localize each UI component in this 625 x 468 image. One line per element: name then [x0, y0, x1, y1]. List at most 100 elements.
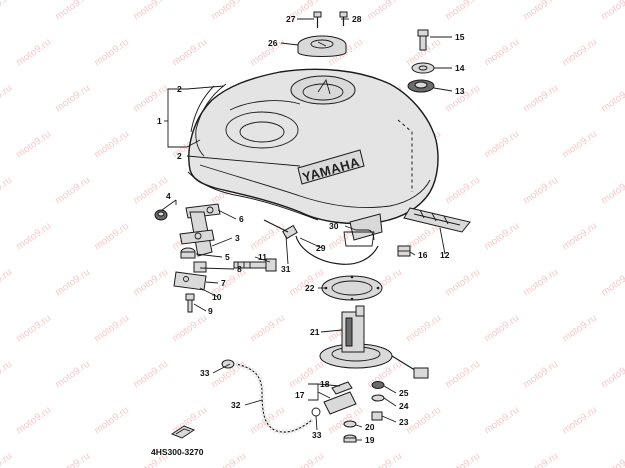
watermark-text: moto9.ru: [482, 129, 521, 161]
watermark-text: moto9.ru: [170, 37, 209, 69]
watermark-text: moto9.ru: [521, 83, 560, 115]
watermark-text: moto9.ru: [599, 83, 625, 115]
watermark-text: moto9.ru: [404, 313, 443, 345]
watermark-text: moto9.ru: [53, 83, 92, 115]
watermark-text: moto9.ru: [131, 359, 170, 391]
watermark-text: moto9.ru: [53, 175, 92, 207]
watermark-text: moto9.ru: [209, 451, 248, 468]
washer-24: [371, 394, 385, 402]
watermark-text: moto9.ru: [14, 221, 53, 253]
callout-3: 3: [235, 233, 240, 243]
watermark-text: moto9.ru: [14, 129, 53, 161]
hose-29: [295, 229, 379, 265]
watermark-text: moto9.ru: [0, 451, 14, 468]
nut-23: [371, 411, 383, 421]
front-arrow-icon: [170, 425, 196, 439]
callout-7: 7: [221, 278, 226, 288]
watermark-text: moto9.ru: [170, 313, 209, 345]
callout-31: 31: [281, 264, 291, 274]
watermark-text: moto9.ru: [92, 37, 131, 69]
callout-29: 29: [316, 243, 326, 253]
diagram-code: 4HS300-3270: [151, 447, 204, 457]
watermark-text: moto9.ru: [404, 405, 443, 437]
watermark-text: moto9.ru: [0, 83, 14, 115]
callout-9: 9: [208, 306, 213, 316]
watermark-text: moto9.ru: [521, 0, 560, 22]
watermark-text: moto9.ru: [521, 359, 560, 391]
callout-24: 24: [399, 401, 409, 411]
grommet-25: [371, 381, 385, 389]
callout-26: 26: [268, 38, 278, 48]
watermark-text: moto9.ru: [53, 0, 92, 22]
callout-27: 27: [286, 14, 296, 24]
fuel-tank: YAMAHA: [187, 68, 439, 247]
watermark-text: moto9.ru: [599, 0, 625, 22]
callout-33-bottom: 33: [312, 430, 322, 440]
grommet-4: [154, 209, 168, 221]
callout-17: 17: [295, 390, 305, 400]
watermark-text: moto9.ru: [560, 313, 599, 345]
watermark-text: moto9.ru: [443, 267, 482, 299]
callout-15: 15: [455, 32, 465, 42]
callout-13: 13: [455, 86, 465, 96]
callout-25: 25: [399, 388, 409, 398]
watermark-text: moto9.ru: [0, 359, 14, 391]
callout-32: 32: [231, 400, 241, 410]
watermark-text: moto9.ru: [0, 0, 14, 22]
callout-23: 23: [399, 417, 409, 427]
spacer-8: [193, 261, 207, 273]
callout-19: 19: [365, 435, 375, 445]
watermark-text: moto9.ru: [521, 175, 560, 207]
watermark-text: moto9.ru: [248, 313, 287, 345]
gasket-22: [321, 275, 383, 301]
callout-33-left: 33: [200, 368, 210, 378]
callout-6: 6: [239, 214, 244, 224]
damper-pad-12: [403, 207, 471, 233]
watermark-text: moto9.ru: [131, 267, 170, 299]
clip-16: [397, 245, 411, 257]
filter-17-18: [311, 381, 357, 417]
watermark-text: moto9.ru: [521, 267, 560, 299]
callout-2-upper: 2: [177, 84, 182, 94]
watermark-text: moto9.ru: [599, 267, 625, 299]
filler-cap: [297, 35, 347, 57]
watermark-text: moto9.ru: [131, 0, 170, 22]
watermark-text: moto9.ru: [365, 0, 404, 22]
watermark-text: moto9.ru: [599, 359, 625, 391]
watermark-text: moto9.ru: [92, 313, 131, 345]
watermark-text: moto9.ru: [443, 175, 482, 207]
watermark-text: moto9.ru: [0, 267, 14, 299]
callout-5: 5: [225, 252, 230, 262]
watermark-text: moto9.ru: [365, 451, 404, 468]
watermark-text: moto9.ru: [53, 267, 92, 299]
hose-32: [221, 359, 314, 435]
callout-16: 16: [418, 250, 428, 260]
bolt-9: [185, 293, 195, 313]
watermark-text: moto9.ru: [482, 37, 521, 69]
watermark-text: moto9.ru: [131, 175, 170, 207]
watermark-text: moto9.ru: [92, 129, 131, 161]
fuel-pump-21: [319, 305, 429, 379]
callout-4: 4: [166, 191, 171, 201]
bolt-19: [343, 434, 357, 443]
callout-1: 1: [157, 116, 162, 126]
callout-10: 10: [212, 292, 222, 302]
bolt-15: [417, 29, 429, 51]
watermark-text: moto9.ru: [560, 129, 599, 161]
callout-22: 22: [305, 283, 315, 293]
watermark-text: moto9.ru: [482, 221, 521, 253]
watermark-text: moto9.ru: [53, 451, 92, 468]
callout-18: 18: [320, 379, 330, 389]
callout-11: 11: [258, 252, 267, 262]
watermark-text: moto9.ru: [482, 405, 521, 437]
callout-20: 20: [365, 422, 375, 432]
watermark-text: moto9.ru: [92, 405, 131, 437]
callout-numbers: 27 28 26 15 14 13 2 1 2 4 6 3 11 5 8 7 1…: [157, 14, 465, 445]
fitting-31: [263, 219, 298, 240]
collar-5: [180, 247, 196, 259]
watermark-text: moto9.ru: [287, 451, 326, 468]
watermark-text: moto9.ru: [248, 221, 287, 253]
bracket-assembly: [179, 203, 221, 257]
